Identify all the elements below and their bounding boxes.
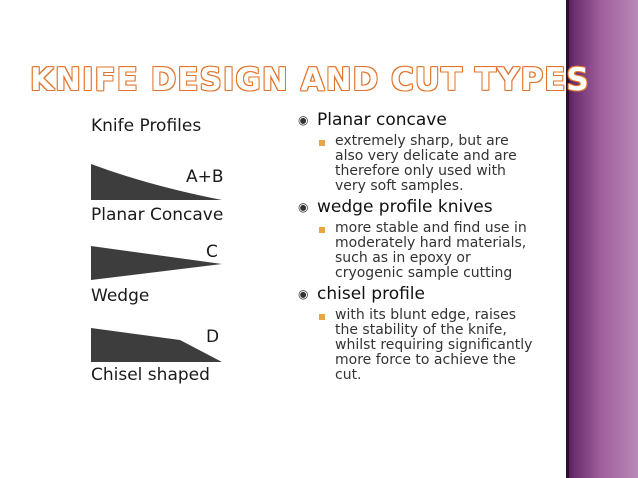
circle-bullet-icon: ◉ [298, 200, 309, 214]
bullet-text: Planar concave [317, 110, 447, 130]
square-bullet-icon [319, 227, 325, 233]
profile-name-chisel: Chisel shaped [91, 365, 210, 385]
planar-concave-profile-shape [91, 164, 222, 200]
square-bullet-icon [319, 314, 325, 320]
wedge-profile-shape [91, 246, 222, 280]
chisel-profile-shape [91, 328, 222, 362]
circle-bullet-icon: ◉ [298, 113, 309, 127]
sub-bullet-text: with its blunt edge, raises the stabilit… [335, 307, 533, 383]
sub-bullet-item: with its blunt edge, raises the stabilit… [317, 308, 558, 383]
side-accent-bar [566, 0, 638, 478]
sub-bullet-text: extremely sharp, but are also very delic… [335, 133, 517, 194]
circle-bullet-icon: ◉ [298, 287, 309, 301]
figure-heading: Knife Profiles [91, 116, 202, 136]
sub-bullet-item: more stable and find use in moderately h… [317, 221, 558, 281]
square-bullet-icon [319, 140, 325, 146]
bullet-item: ◉ Planar concave [298, 110, 558, 131]
bullet-text: wedge profile knives [317, 197, 493, 217]
bullet-item: ◉ chisel profile [298, 284, 558, 305]
bullet-item: ◉ wedge profile knives [298, 197, 558, 218]
profile-letter-planar: A+B [186, 167, 224, 187]
profile-letter-wedge: C [206, 242, 218, 262]
profile-name-planar: Planar Concave [91, 205, 224, 225]
bullet-text: chisel profile [317, 284, 425, 304]
sub-bullet-text: more stable and find use in moderately h… [335, 220, 527, 281]
side-accent-bar-edge [566, 0, 569, 478]
bullet-list: ◉ Planar concave extremely sharp, but ar… [298, 110, 558, 386]
profile-name-wedge: Wedge [91, 286, 150, 306]
profile-letter-chisel: D [206, 327, 220, 347]
sub-bullet-item: extremely sharp, but are also very delic… [317, 134, 558, 194]
slide-title: KNIFE DESIGN AND CUT TYPES [30, 62, 590, 98]
